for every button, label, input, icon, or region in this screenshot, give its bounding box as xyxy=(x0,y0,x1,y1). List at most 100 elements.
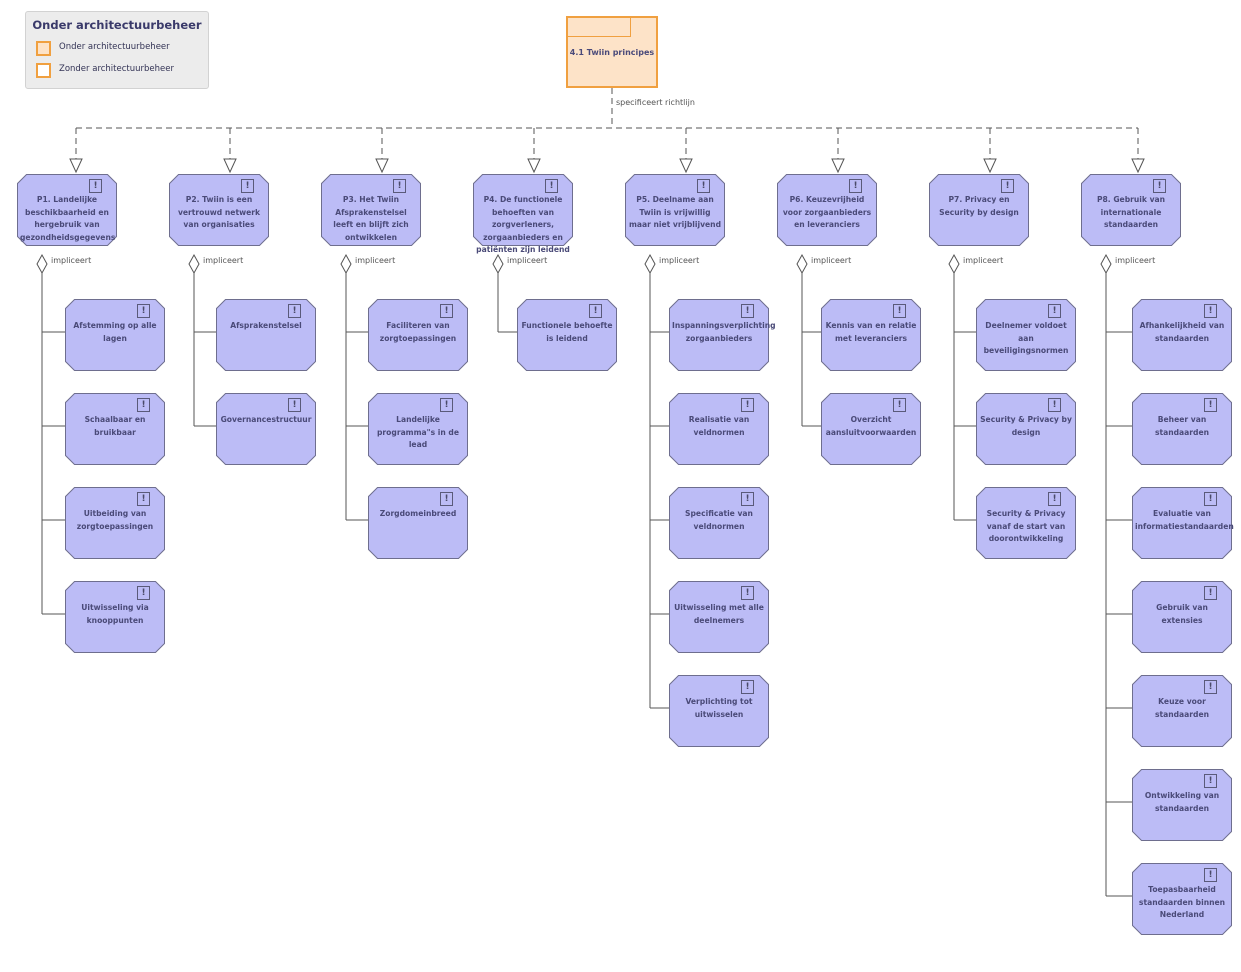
node-label: P4. De functionele behoeften van zorgver… xyxy=(476,195,570,254)
principle-6-item-2[interactable]: !Overzicht aansluitvoorwaarden xyxy=(821,393,921,465)
node-label: P2. Twiin is een vertrouwd netwerk van o… xyxy=(177,195,261,229)
principle-8-item-3[interactable]: !Evaluatie van informatiestandaarden xyxy=(1132,487,1234,559)
principle-5[interactable]: !P5. Deelname aan Twiin is vrijwillig ma… xyxy=(625,174,725,246)
principle-1-item-3[interactable]: ! Uitbeiding van zorgtoepassingen xyxy=(65,487,165,559)
principle-icon: ! xyxy=(137,492,150,506)
principle-icon: ! xyxy=(288,398,301,412)
principle-3-item-3[interactable]: ! Zorgdomeinbreed xyxy=(368,487,468,559)
principle-icon: ! xyxy=(1048,304,1061,318)
node-label: P6. Keuzevrijheid voor zorgaanbieders en… xyxy=(782,195,872,229)
principle-icon: ! xyxy=(393,179,406,193)
principle-icon: ! xyxy=(741,492,754,506)
principle-3-item-2[interactable]: !Landelijke programma"s in de lead xyxy=(368,393,468,465)
principle-8-item-7[interactable]: !Toepasbaarheid standaarden binnen Neder… xyxy=(1132,863,1232,935)
node-label: Deelnemer voldoet aan beveiligingsnormen xyxy=(983,321,1069,355)
principle-5-item-2[interactable]: !Realisatie van veldnormen xyxy=(669,393,769,465)
principle-1-item-2[interactable]: ! Schaalbaar en bruikbaar xyxy=(65,393,165,465)
implies-relation-label: impliceert xyxy=(51,256,92,265)
legend-swatch-unmanaged xyxy=(36,63,51,78)
node-label: Beheer van standaarden xyxy=(1154,415,1210,437)
principle-4-item-1[interactable]: !Functionele behoefte is leidend xyxy=(517,299,617,371)
principle-icon: ! xyxy=(545,179,558,193)
node-label: Uitwisseling met alle deelnemers xyxy=(674,603,764,625)
node-label: Zorgdomeinbreed xyxy=(379,509,457,518)
node-label: Uitwisseling via knooppunten xyxy=(81,603,149,625)
principle-icon: ! xyxy=(1204,586,1217,600)
principle-6[interactable]: ! P6. Keuzevrijheid voor zorgaanbieders e… xyxy=(777,174,877,246)
root-label: 4.1 Twiin principes xyxy=(569,48,655,57)
node-label: Afhankelijkheid van standaarden xyxy=(1139,321,1225,343)
node-label: Kennis van en relatie met leveranciers xyxy=(825,321,917,343)
realization-arrowhead xyxy=(983,158,997,174)
principle-8-item-4[interactable]: !Gebruik van extensies xyxy=(1132,581,1232,653)
node-label: P8. Gebruik van internationale standaard… xyxy=(1096,195,1166,229)
principle-icon: ! xyxy=(1001,179,1014,193)
node-label: P7. Privacy en Security by design xyxy=(939,195,1019,217)
principle-icon: ! xyxy=(1204,304,1217,318)
principle-icon: ! xyxy=(741,586,754,600)
principle-icon: ! xyxy=(288,304,301,318)
node-label: P5. Deelname aan Twiin is vrijwillig maa… xyxy=(628,195,722,229)
principle-5-item-3[interactable]: !Specificatie van veldnormen xyxy=(669,487,769,559)
implies-relation-label: impliceert xyxy=(963,256,1004,265)
principle-1-item-4[interactable]: !Uitwisseling via knooppunten xyxy=(65,581,165,653)
principle-2-item-2[interactable]: ! Governancestructuur xyxy=(216,393,316,465)
principle-1-item-1[interactable]: ! Afstemming op alle lagen xyxy=(65,299,165,371)
node-label: Realisatie van veldnormen xyxy=(688,415,750,437)
node-label: Governancestructuur xyxy=(220,415,312,424)
principle-icon: ! xyxy=(440,304,453,318)
legend-label-unmanaged: Zonder architectuurbeheer xyxy=(59,64,174,74)
principle-icon: ! xyxy=(849,179,862,193)
implies-relation-label: impliceert xyxy=(203,256,244,265)
principle-8-item-1[interactable]: ! Afhankelijkheid van standaarden xyxy=(1132,299,1232,371)
principle-3[interactable]: !P3. Het Twiin Afsprakenstelsel leeft en… xyxy=(321,174,421,246)
node-label: Afstemming op alle lagen xyxy=(73,321,157,343)
principle-4[interactable]: ! P4. De functionele behoeften van zorgve… xyxy=(473,174,573,254)
node-label: Functionele behoefte is leidend xyxy=(521,321,613,343)
principle-8-item-5[interactable]: !Keuze voor standaarden xyxy=(1132,675,1232,747)
node-label: Overzicht aansluitvoorwaarden xyxy=(825,415,917,437)
principle-icon: ! xyxy=(1048,492,1061,506)
realization-arrowhead xyxy=(223,158,237,174)
principle-icon: ! xyxy=(1204,868,1217,882)
node-shape xyxy=(216,393,316,465)
principle-icon: ! xyxy=(1204,774,1217,788)
principle-icon: ! xyxy=(137,304,150,318)
principle-1[interactable]: !P1. Landelijke beschikbaarheid en herge… xyxy=(17,174,117,246)
realization-arrowhead xyxy=(679,158,693,174)
principle-icon: ! xyxy=(893,304,906,318)
principle-5-item-1[interactable]: !Inspanningsverplichting zorgaanbieders xyxy=(669,299,776,371)
root-package-twiin-principes[interactable]: 4.1 Twiin principes xyxy=(566,16,658,88)
principle-7-item-3[interactable]: !Security & Privacy vanaf de start van d… xyxy=(976,487,1076,559)
principle-7-item-2[interactable]: !Security & Privacy by design xyxy=(976,393,1076,465)
implies-relation-label: impliceert xyxy=(811,256,852,265)
legend: Onder architectuurbeheer Onder architect… xyxy=(25,11,209,89)
principle-8-item-2[interactable]: ! Beheer van standaarden xyxy=(1132,393,1232,465)
legend-label-managed: Onder architectuurbeheer xyxy=(59,42,170,52)
implies-relation-label: impliceert xyxy=(355,256,396,265)
principle-6-item-1[interactable]: ! Kennis van en relatie met leveranciers xyxy=(821,299,921,371)
principle-7-item-1[interactable]: ! Deelnemer voldoet aan beveiligingsnorme… xyxy=(976,299,1076,371)
principle-2-item-1[interactable]: !Afsprakenstelsel xyxy=(216,299,316,371)
principle-7[interactable]: ! P7. Privacy en Security by design xyxy=(929,174,1029,246)
principle-3-item-1[interactable]: ! Faciliteren van zorgtoepassingen xyxy=(368,299,468,371)
principle-icon: ! xyxy=(741,304,754,318)
realization-arrowhead xyxy=(69,158,83,174)
node-label: Evaluatie van informatiestandaarden xyxy=(1135,509,1234,531)
principle-icon: ! xyxy=(137,398,150,412)
node-label: Keuze voor standaarden xyxy=(1154,697,1210,719)
implies-relation-label: impliceert xyxy=(507,256,548,265)
principle-2[interactable]: !P2. Twiin is een vertrouwd netwerk van … xyxy=(169,174,269,246)
principle-icon: ! xyxy=(1048,398,1061,412)
node-label: Faciliteren van zorgtoepassingen xyxy=(379,321,457,343)
node-label: Schaalbaar en bruikbaar xyxy=(84,415,146,437)
principle-5-item-4[interactable]: ! Uitwisseling met alle deelnemers xyxy=(669,581,769,653)
principle-5-item-5[interactable]: !Verplichting tot uitwisselen xyxy=(669,675,769,747)
principle-8[interactable]: !P8. Gebruik van internationale standaar… xyxy=(1081,174,1181,246)
realization-arrowhead xyxy=(831,158,845,174)
principle-8-item-6[interactable]: !Ontwikkeling van standaarden xyxy=(1132,769,1232,841)
principle-icon: ! xyxy=(1204,398,1217,412)
node-label: Uitbeiding van zorgtoepassingen xyxy=(76,509,154,531)
principle-icon: ! xyxy=(440,492,453,506)
